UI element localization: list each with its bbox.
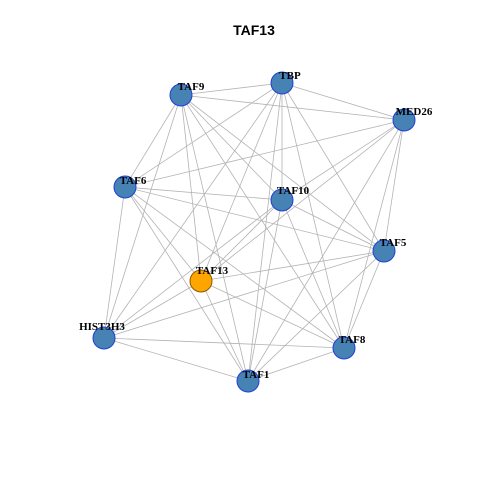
edge-tbp-med26 — [281, 82, 405, 121]
node-med26[interactable]: MED26 — [392, 106, 433, 132]
node-taf6[interactable]: TAF6 — [113, 175, 147, 199]
node-label-taf5: TAF5 — [380, 237, 407, 249]
edge-taf13-taf8 — [200, 280, 345, 349]
edge-taf9-taf13 — [180, 94, 202, 282]
edge-taf6-taf8 — [124, 186, 345, 349]
node-taf5[interactable]: TAF5 — [372, 237, 407, 263]
node-label-taf6: TAF6 — [120, 175, 147, 187]
edge-med26-taf8 — [343, 119, 405, 349]
node-circle-hist3h3[interactable] — [92, 326, 116, 350]
edge-tbp-hist3h3 — [103, 82, 283, 339]
edge-taf9-hist3h3 — [103, 94, 182, 339]
edge-taf10-taf13 — [200, 199, 283, 282]
edge-taf9-taf1 — [180, 94, 249, 382]
node-circle-taf13[interactable] — [189, 269, 213, 293]
node-taf10[interactable]: TAF10 — [270, 185, 310, 212]
edge-med26-taf13 — [200, 119, 405, 282]
edge-taf6-taf1 — [124, 186, 249, 382]
edge-taf9-taf6 — [124, 94, 182, 188]
edge-med26-taf1 — [247, 119, 405, 382]
edge-taf6-taf13 — [124, 186, 202, 282]
edge-taf10-taf8 — [281, 199, 345, 349]
edge-taf10-hist3h3 — [103, 199, 283, 339]
edge-taf5-hist3h3 — [103, 250, 385, 339]
node-taf1[interactable]: TAF1 — [236, 369, 270, 393]
node-label-taf13: TAF13 — [196, 265, 229, 277]
node-taf8[interactable]: TAF8 — [332, 334, 366, 360]
edge-taf5-taf1 — [247, 250, 385, 382]
edge-taf5-taf8 — [343, 250, 385, 349]
node-circle-taf1[interactable] — [236, 369, 260, 393]
edge-taf6-taf10 — [124, 186, 283, 201]
edge-taf13-taf1 — [200, 280, 249, 382]
edge-med26-taf5 — [383, 119, 405, 252]
edge-med26-taf10 — [281, 119, 405, 201]
edge-tbp-taf6 — [124, 82, 283, 188]
node-circle-tbp[interactable] — [270, 71, 294, 95]
graph-title: TAF13 — [233, 22, 275, 38]
edge-taf9-med26 — [180, 94, 405, 121]
edge-taf13-hist3h3 — [103, 280, 202, 339]
edge-hist3h3-taf1 — [103, 337, 249, 382]
edge-hist3h3-taf8 — [103, 337, 345, 349]
edge-taf9-taf8 — [180, 94, 345, 349]
edge-taf6-taf5 — [124, 186, 385, 252]
node-label-tbp: TBP — [279, 70, 301, 82]
node-label-taf8: TAF8 — [339, 334, 366, 346]
edge-tbp-taf13 — [200, 82, 283, 282]
node-circle-med26[interactable] — [392, 108, 416, 132]
edge-taf10-taf1 — [247, 199, 283, 382]
node-circle-taf6[interactable] — [113, 175, 137, 199]
edge-med26-taf6 — [124, 119, 405, 188]
node-taf9[interactable]: TAF9 — [169, 81, 205, 107]
node-label-taf10: TAF10 — [277, 185, 310, 197]
node-label-taf1: TAF1 — [243, 369, 270, 381]
node-taf13[interactable]: TAF13 — [189, 265, 229, 293]
node-label-taf9: TAF9 — [178, 81, 205, 93]
edge-taf5-taf13 — [200, 250, 385, 282]
node-circle-taf8[interactable] — [332, 336, 356, 360]
node-circle-taf10[interactable] — [270, 188, 294, 212]
edge-layer — [103, 82, 405, 382]
node-label-hist3h3: HIST3H3 — [79, 321, 125, 333]
edge-taf6-hist3h3 — [103, 186, 126, 339]
node-circle-taf9[interactable] — [169, 83, 193, 107]
node-layer: TBP TAF9MED26TAF6TAF10TAF5TAF13HIST3H3TAF… — [79, 70, 433, 393]
edge-taf8-taf1 — [247, 347, 345, 382]
edge-taf9-taf5 — [180, 94, 385, 252]
node-circle-taf5[interactable] — [372, 239, 396, 263]
edge-tbp-taf9 — [180, 82, 283, 96]
node-label-med26: MED26 — [396, 106, 433, 118]
edge-taf10-taf5 — [281, 199, 385, 252]
edge-tbp-taf1 — [247, 82, 283, 382]
node-hist3h3[interactable]: HIST3H3 — [79, 321, 125, 350]
node-tbp[interactable]: TBP — [270, 70, 301, 95]
edge-taf9-taf10 — [180, 94, 283, 201]
